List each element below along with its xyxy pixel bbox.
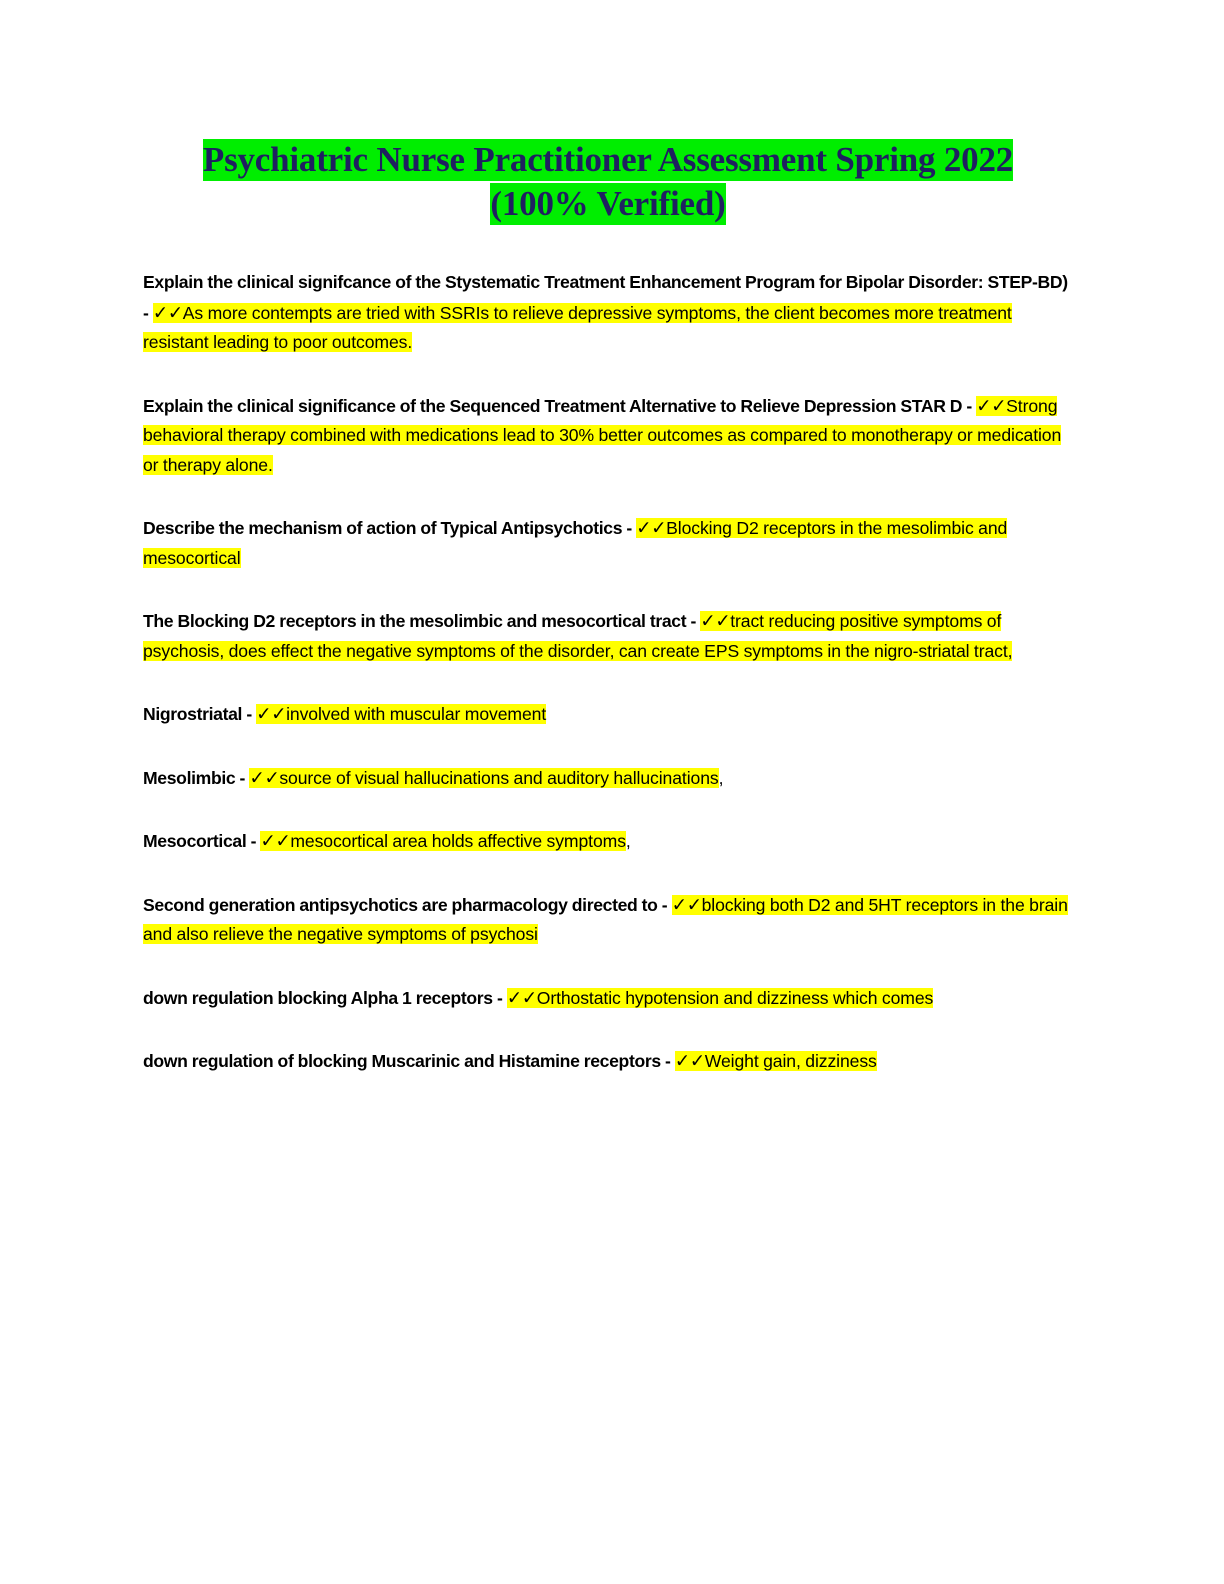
qa-answer-text: tract reducing positive symptoms of psyc… <box>143 611 1013 661</box>
qa-question: Mesolimbic - <box>143 767 250 788</box>
qa-question: down regulation of blocking Muscarinic a… <box>143 1051 675 1071</box>
qa-question: Explain the clinical signifcance of the … <box>143 272 1068 323</box>
qa-question: down regulation blocking Alpha 1 recepto… <box>143 987 507 1008</box>
qa-question: Second generation antipsychotics are pha… <box>143 894 672 915</box>
qa-block: Explain the clinical signifcance of the … <box>143 268 1073 358</box>
qa-block: Mesocortical - ✓✓mesocortical area holds… <box>143 826 1073 857</box>
double-check-icon: ✓✓ <box>976 394 1007 416</box>
qa-answer: ✓✓source of visual hallucinations and au… <box>249 766 719 788</box>
title-line-2-text: (100% Verified) <box>490 183 726 225</box>
qa-block: Second generation antipsychotics are pha… <box>143 890 1073 950</box>
qa-answer: ✓✓Orthostatic hypotension and dizziness … <box>506 986 934 1008</box>
qa-answer-text: Orthostatic hypotension and dizziness wh… <box>536 987 934 1008</box>
qa-content-area: Explain the clinical signifcance of the … <box>143 268 1073 1077</box>
qa-block: The Blocking D2 receptors in the mesolim… <box>143 606 1073 666</box>
qa-block: down regulation of blocking Muscarinic a… <box>143 1046 1073 1077</box>
qa-answer-text: As more contempts are tried with SSRIs t… <box>143 302 1012 353</box>
qa-question: Nigrostriatal - <box>143 704 257 724</box>
qa-block: down regulation blocking Alpha 1 recepto… <box>143 983 1073 1014</box>
double-check-icon: ✓✓ <box>700 610 731 631</box>
qa-question: The Blocking D2 receptors in the mesolim… <box>143 611 701 631</box>
double-check-icon: ✓✓ <box>152 301 184 323</box>
qa-answer-text: involved with muscular movement <box>286 704 547 724</box>
qa-answer-text: blocking both D2 and 5HT receptors in th… <box>143 894 1068 945</box>
qa-question: Describe the mechanism of action of Typi… <box>143 518 637 538</box>
title-line-1: Psychiatric Nurse Practitioner Assessmen… <box>143 138 1073 182</box>
qa-answer: ✓✓As more contempts are tried with SSRIs… <box>143 301 1012 353</box>
qa-answer-text: Strong behavioral therapy combined with … <box>143 395 1062 475</box>
qa-answer-text: Blocking D2 receptors in the mesolimbic … <box>143 518 1008 568</box>
double-check-icon: ✓✓ <box>636 517 667 538</box>
qa-block: Explain the clinical significance of the… <box>143 391 1073 481</box>
double-check-icon: ✓✓ <box>260 830 291 851</box>
double-check-icon: ✓✓ <box>249 766 280 788</box>
qa-question: Mesocortical - <box>143 831 261 851</box>
qa-question: Explain the clinical significance of the… <box>143 395 977 416</box>
qa-block: Mesolimbic - ✓✓source of visual hallucin… <box>143 763 1073 794</box>
qa-answer: ✓✓mesocortical area holds affective symp… <box>260 830 626 851</box>
qa-answer-tail: , <box>625 831 631 851</box>
qa-answer-text: Weight gain, dizziness <box>704 1051 877 1071</box>
qa-answer-tail: , <box>718 767 724 788</box>
qa-block: Describe the mechanism of action of Typi… <box>143 513 1073 573</box>
title-line-1-text: Psychiatric Nurse Practitioner Assessmen… <box>202 139 1014 181</box>
double-check-icon: ✓✓ <box>671 893 703 915</box>
double-check-icon: ✓✓ <box>506 986 538 1008</box>
qa-answer: ✓✓involved with muscular movement <box>256 703 547 724</box>
title-line-2: (100% Verified) <box>143 182 1073 226</box>
double-check-icon: ✓✓ <box>256 703 287 724</box>
double-check-icon: ✓✓ <box>674 1050 706 1071</box>
qa-answer: ✓✓Weight gain, dizziness <box>674 1050 877 1071</box>
qa-answer-text: source of visual hallucinations and audi… <box>279 767 719 788</box>
qa-block: Nigrostriatal - ✓✓involved with muscular… <box>143 699 1073 730</box>
qa-answer-text: mesocortical area holds affective sympto… <box>290 831 626 851</box>
document-title: Psychiatric Nurse Practitioner Assessmen… <box>143 138 1073 226</box>
